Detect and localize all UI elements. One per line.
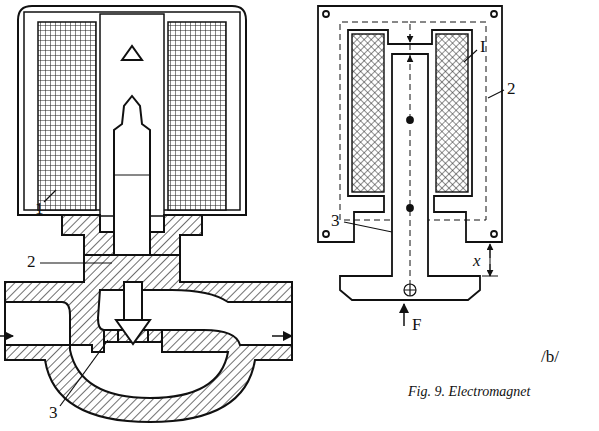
callout-label: 2 [26, 253, 37, 270]
callout-label: I [479, 38, 487, 55]
callout-label: F [411, 316, 422, 333]
callout-label: 3 [48, 404, 59, 421]
callout-label: 2 [506, 80, 517, 97]
callout-label: /b/ [540, 348, 560, 365]
callout-label: x [472, 252, 482, 269]
callout-label: 3 [330, 212, 341, 229]
callout-label: 1 [34, 200, 45, 217]
figure-caption: Fig. 9. Electromagnet [408, 384, 530, 401]
